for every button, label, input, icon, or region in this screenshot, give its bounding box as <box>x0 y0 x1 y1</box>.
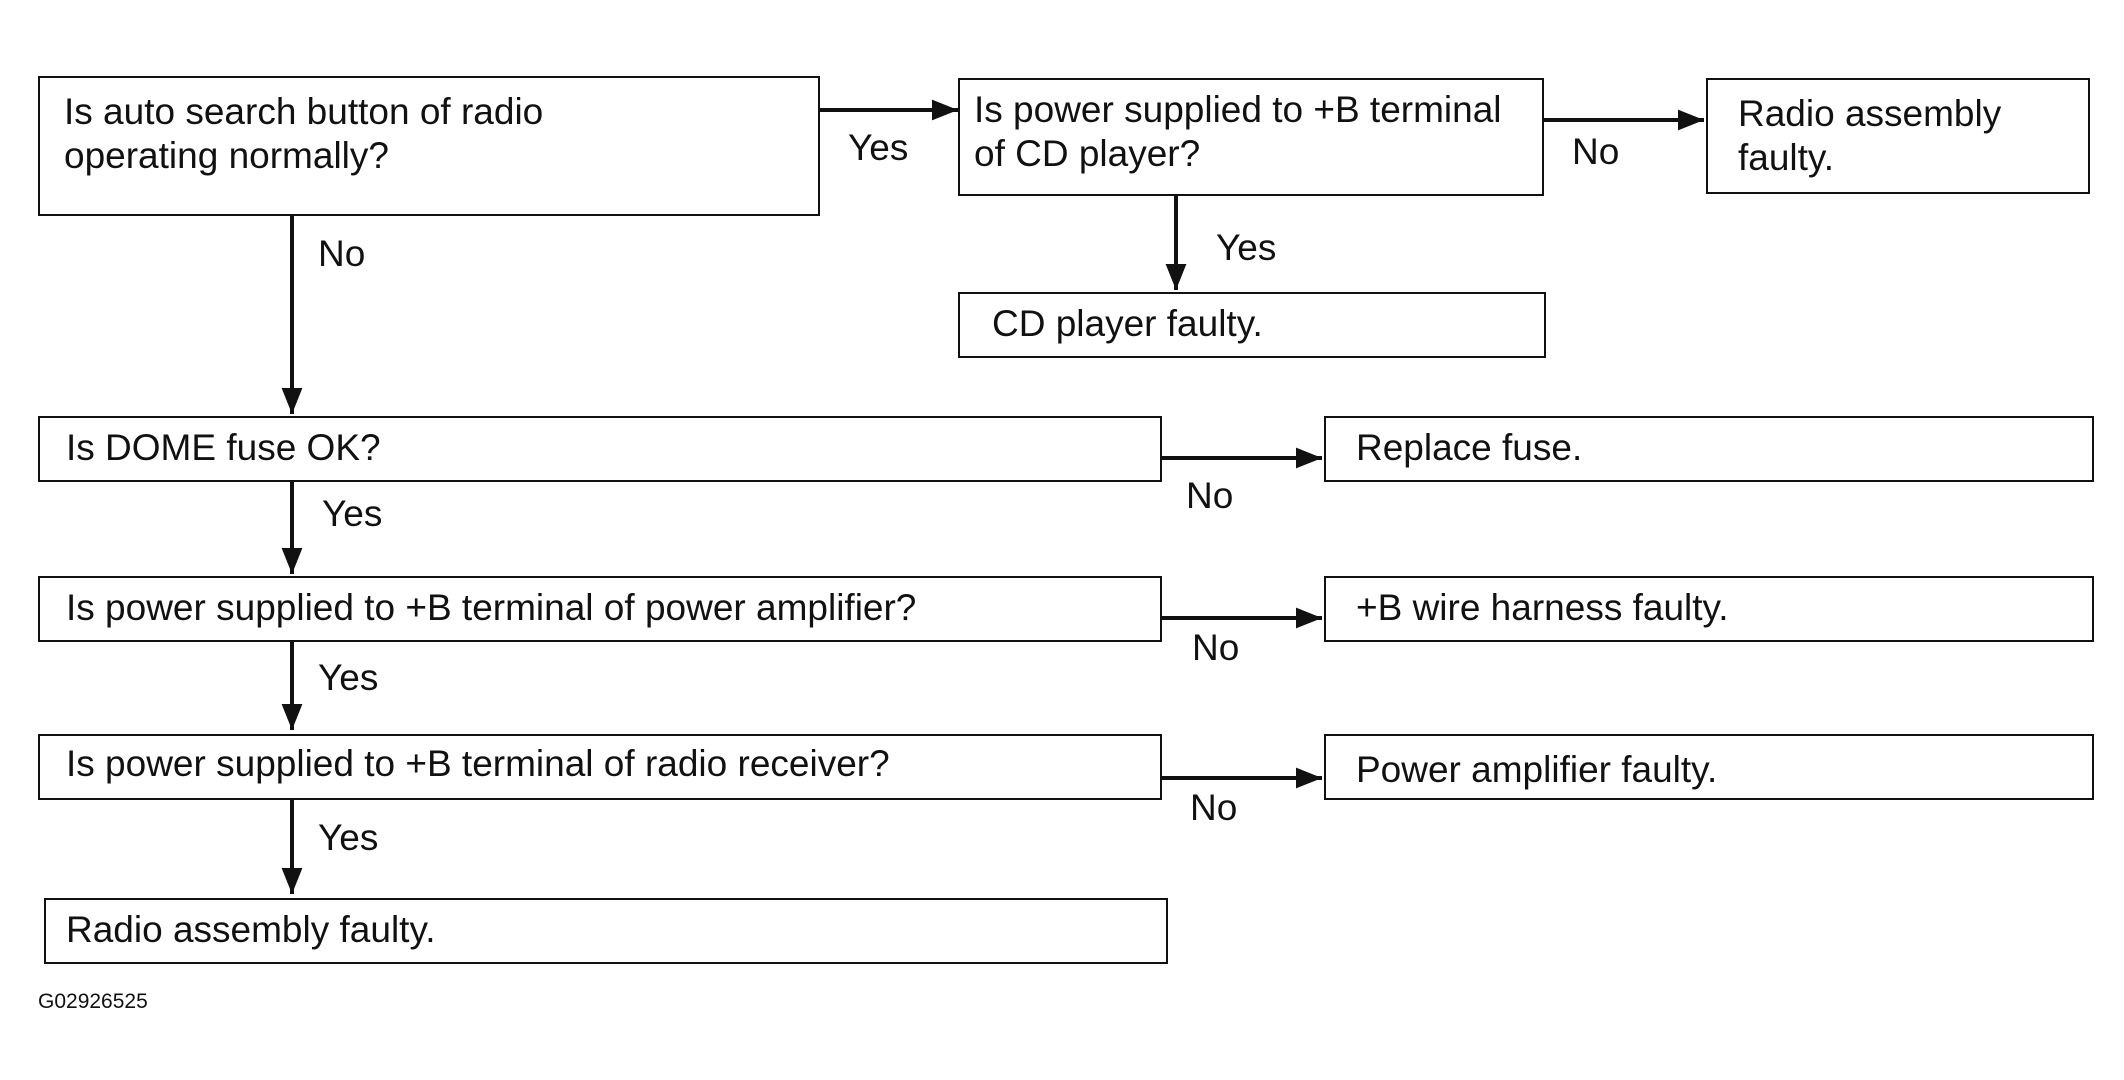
box-amplifier-power-check: Is power supplied to +B terminal of powe… <box>38 576 1162 642</box>
label-auto-search-yes: Yes <box>848 127 909 168</box>
box-auto-search-check: Is auto search button of radio operating… <box>38 76 820 216</box>
box-auto-search-check-text: Is auto search button of radio operating… <box>64 91 544 176</box>
box-receiver-power-check: Is power supplied to +B terminal of radi… <box>38 734 1162 800</box>
label-power-cd-yes: Yes <box>1216 227 1277 268</box>
label-power-cd-no: No <box>1572 131 1620 172</box>
label-power-amp-yes: Yes <box>318 657 379 698</box>
box-wire-harness-faulty-text: +B wire harness faulty. <box>1356 587 1729 628</box>
box-dome-fuse-check-text: Is DOME fuse OK? <box>66 427 381 468</box>
box-receiver-power-check-text: Is power supplied to +B terminal of radi… <box>66 743 890 784</box>
box-wire-harness-faulty: +B wire harness faulty. <box>1324 576 2094 642</box>
label-power-receiver-yes: Yes <box>318 817 379 858</box>
box-radio-faulty-top: Radio assembly faulty. <box>1706 78 2090 194</box>
box-radio-faulty-bottom: Radio assembly faulty. <box>44 898 1168 964</box>
box-radio-faulty-bottom-text: Radio assembly faulty. <box>66 909 436 950</box>
box-cd-power-check: Is power supplied to +B terminal of CD p… <box>958 78 1544 196</box>
box-cd-power-check-text: Is power supplied to +B terminal of CD p… <box>974 89 1502 174</box>
box-dome-fuse-check: Is DOME fuse OK? <box>38 416 1162 482</box>
box-radio-faulty-top-text: Radio assembly faulty. <box>1738 93 2002 178</box>
box-cd-player-faulty-text: CD player faulty. <box>992 303 1263 344</box>
label-power-amp-no: No <box>1192 627 1240 668</box>
label-dome-fuse-yes: Yes <box>322 493 383 534</box>
box-replace-fuse-text: Replace fuse. <box>1356 427 1583 468</box>
box-amplifier-power-check-text: Is power supplied to +B terminal of powe… <box>66 587 917 628</box>
box-power-amplifier-faulty: Power amplifier faulty. <box>1324 734 2094 800</box>
label-power-receiver-no: No <box>1190 787 1238 828</box>
label-dome-fuse-no: No <box>1186 475 1234 516</box>
box-power-amplifier-faulty-text: Power amplifier faulty. <box>1356 749 1718 790</box>
box-replace-fuse: Replace fuse. <box>1324 416 2094 482</box>
figure-id: G02926525 <box>38 990 148 1013</box>
label-auto-search-no: No <box>318 233 366 274</box>
box-cd-player-faulty: CD player faulty. <box>958 292 1546 358</box>
